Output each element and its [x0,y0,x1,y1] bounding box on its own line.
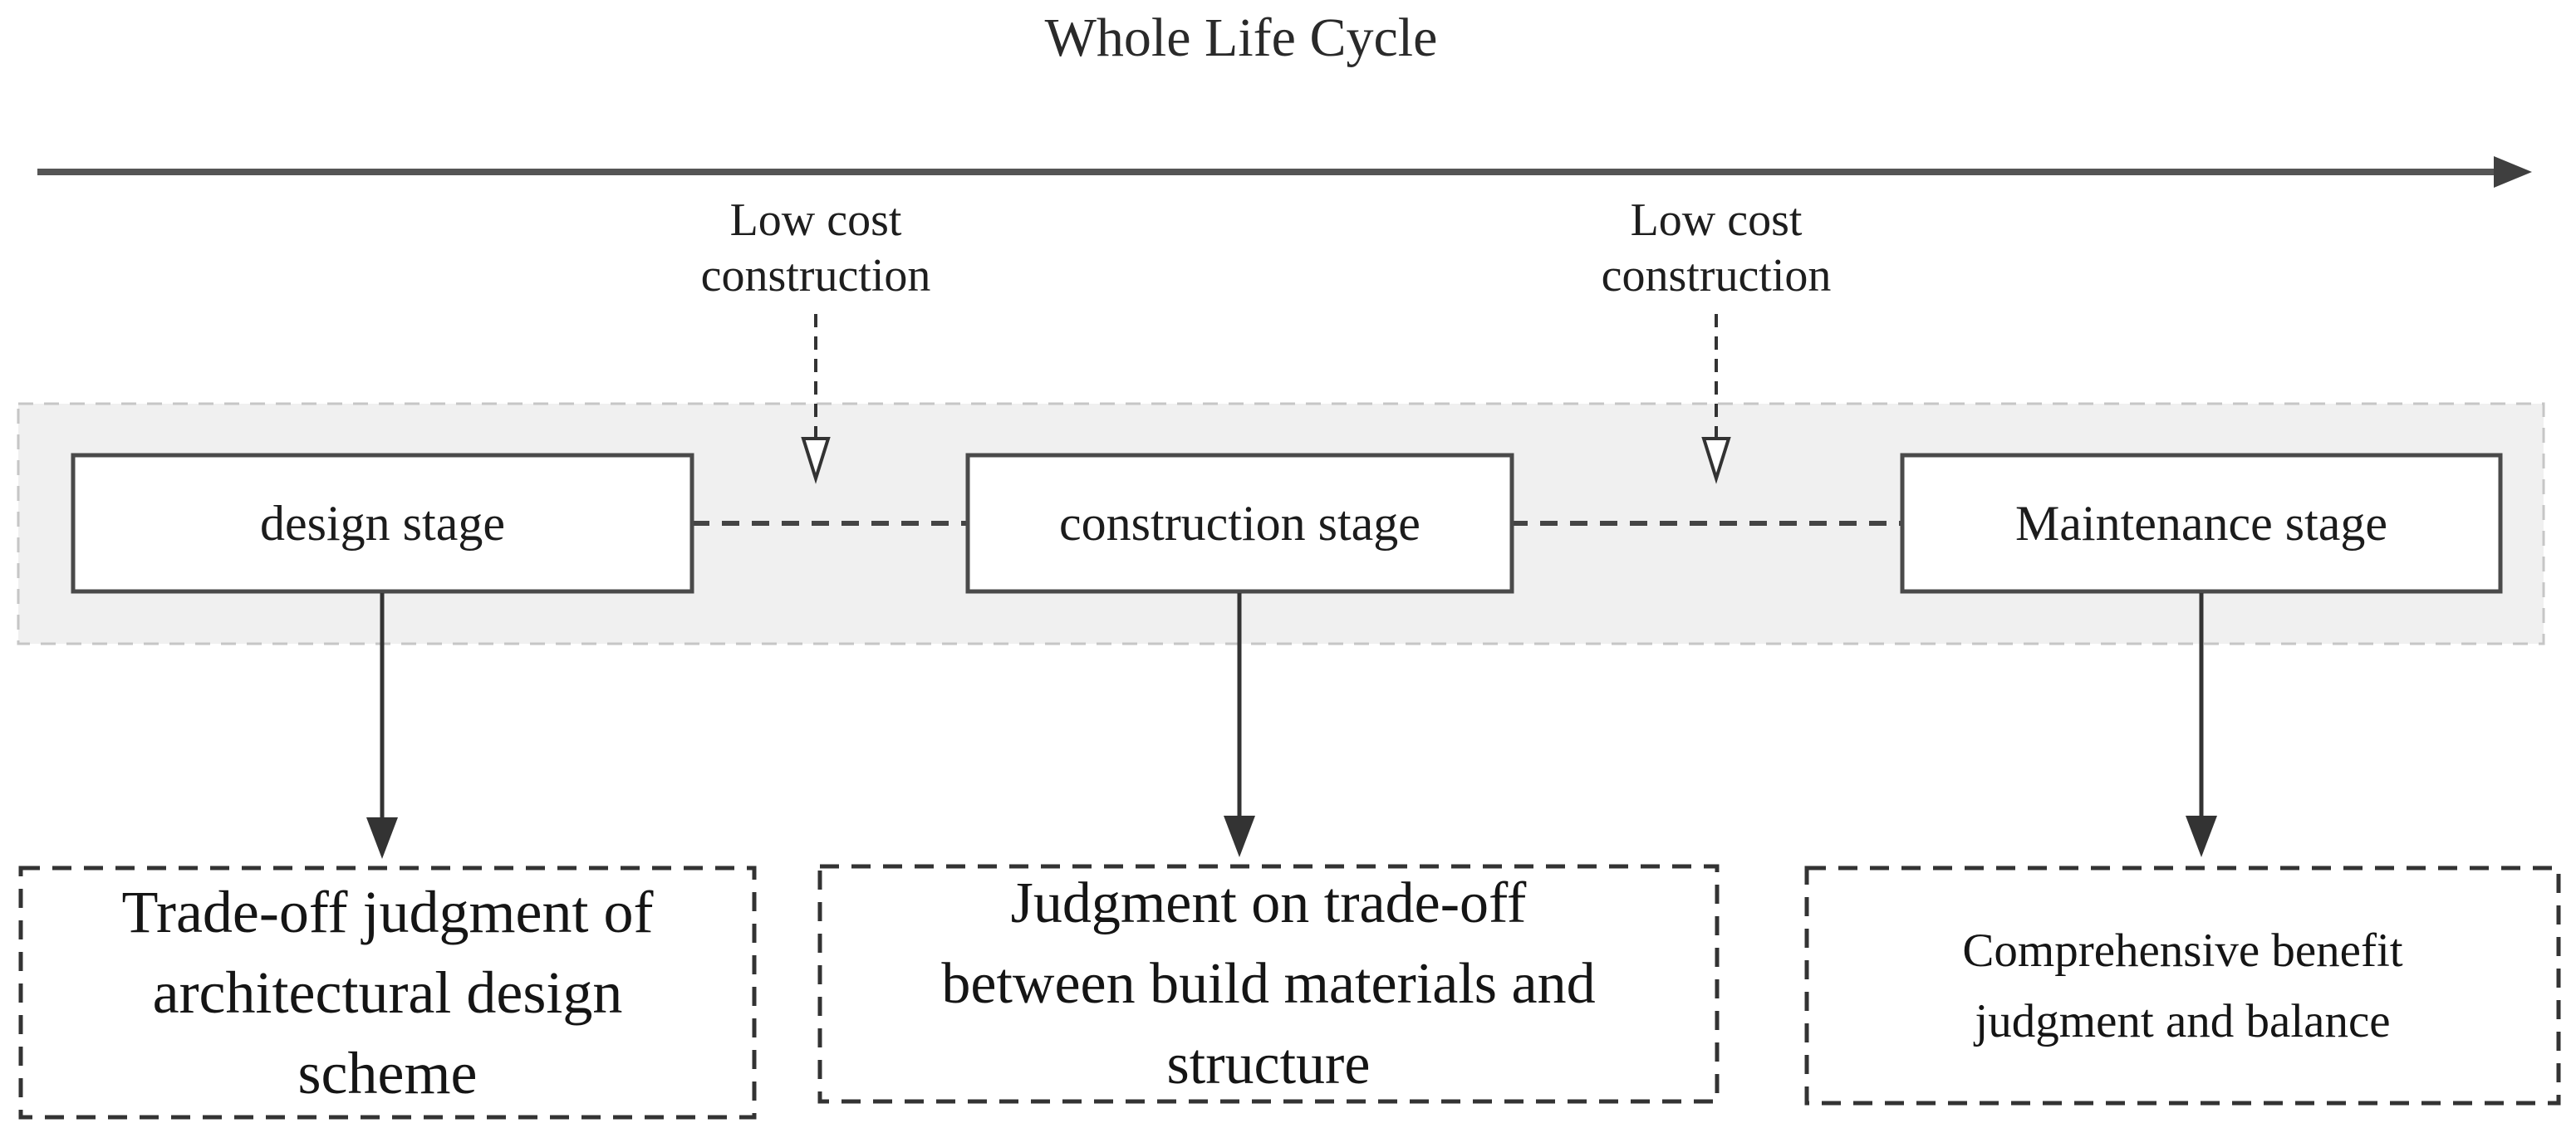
design-stage-box [71,453,694,594]
low-cost-label-2: Low cost construction [1601,194,1832,302]
maintenance-stage-label: Maintenance stage [2014,495,2388,551]
arrowhead-icon [2186,816,2217,857]
outcome-box-construction [817,864,1720,1104]
diagram-title: Whole Life Cycle [1044,7,1438,68]
arrow-construction-to-outcome [1224,593,1255,857]
arrowhead-icon [1224,816,1255,857]
low-cost-label-1: Low cost construction [700,194,931,302]
arrowhead-icon [366,817,398,859]
maintenance-stage-box [1900,453,2503,594]
outcome-box-design [18,866,757,1120]
arrow-design-to-outcome [366,593,398,859]
construction-stage-label: construction stage [1059,495,1420,551]
hollow-arrowhead-icon [1701,437,1731,484]
construction-stage-box [965,453,1514,594]
low-cost-dashed-arrow-2 [1701,314,1731,484]
outcome-text-design: Trade-off judgment of architectural desi… [121,878,654,1106]
design-stage-label: design stage [260,495,505,551]
outcome-box-maintenance [1804,866,2561,1106]
timeline-arrow [37,156,2532,188]
arrow-maintenance-to-outcome [2186,593,2217,857]
hollow-arrowhead-icon [801,437,831,484]
low-cost-dashed-arrow-1 [801,314,831,484]
outcome-text-construction: Judgment on trade-off between build mate… [941,871,1596,1096]
right-arrowhead-icon [2494,156,2532,188]
outcome-text-maintenance: Comprehensive benefit judgment and balan… [1962,924,2403,1047]
